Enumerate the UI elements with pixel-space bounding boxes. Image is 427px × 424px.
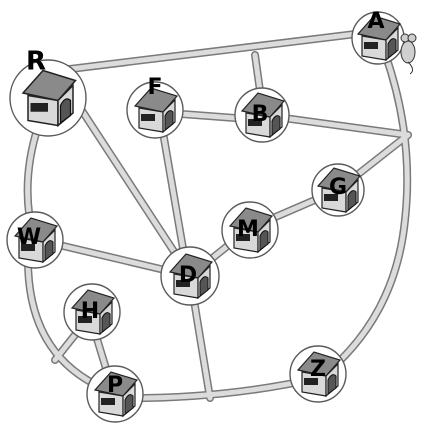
node-label-g: G	[329, 175, 347, 200]
node-label-d: D	[179, 263, 197, 288]
node-w: W	[6, 211, 64, 269]
node-a: A	[351, 9, 405, 65]
node-label-a: A	[367, 9, 384, 34]
node-label-f: F	[147, 75, 162, 100]
node-g: G	[311, 163, 365, 217]
node-label-h: H	[81, 299, 99, 324]
node-d: D	[160, 246, 220, 306]
node-z: Z	[289, 345, 347, 403]
node-label-r: R	[26, 47, 46, 77]
node-label-b: B	[252, 102, 269, 127]
node-label-z: Z	[310, 357, 326, 382]
node-r: R	[9, 47, 87, 137]
node-p: P	[86, 365, 144, 423]
node-f: F	[126, 75, 184, 139]
node-b: B	[234, 87, 290, 143]
mouse-icon	[400, 33, 417, 75]
node-label-m: M	[237, 217, 259, 242]
node-m: M	[221, 201, 279, 259]
node-h: H	[63, 283, 121, 341]
node-label-w: W	[17, 225, 41, 250]
node-label-p: P	[107, 373, 123, 398]
